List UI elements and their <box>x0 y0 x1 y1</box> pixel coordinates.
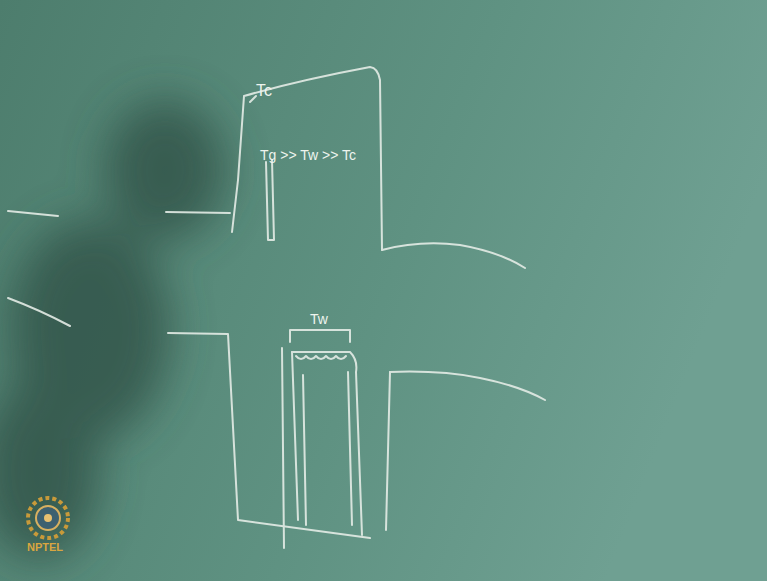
logo-text: NPTEL <box>27 541 63 553</box>
shadow <box>0 100 225 560</box>
chalk-drawing <box>8 67 545 548</box>
temperature-relation: Tg >> Tw >> Tc <box>260 147 356 163</box>
temperature-label: Tc <box>256 82 272 100</box>
temperature-label: Tw <box>310 311 328 327</box>
nptel-logo <box>28 498 68 538</box>
